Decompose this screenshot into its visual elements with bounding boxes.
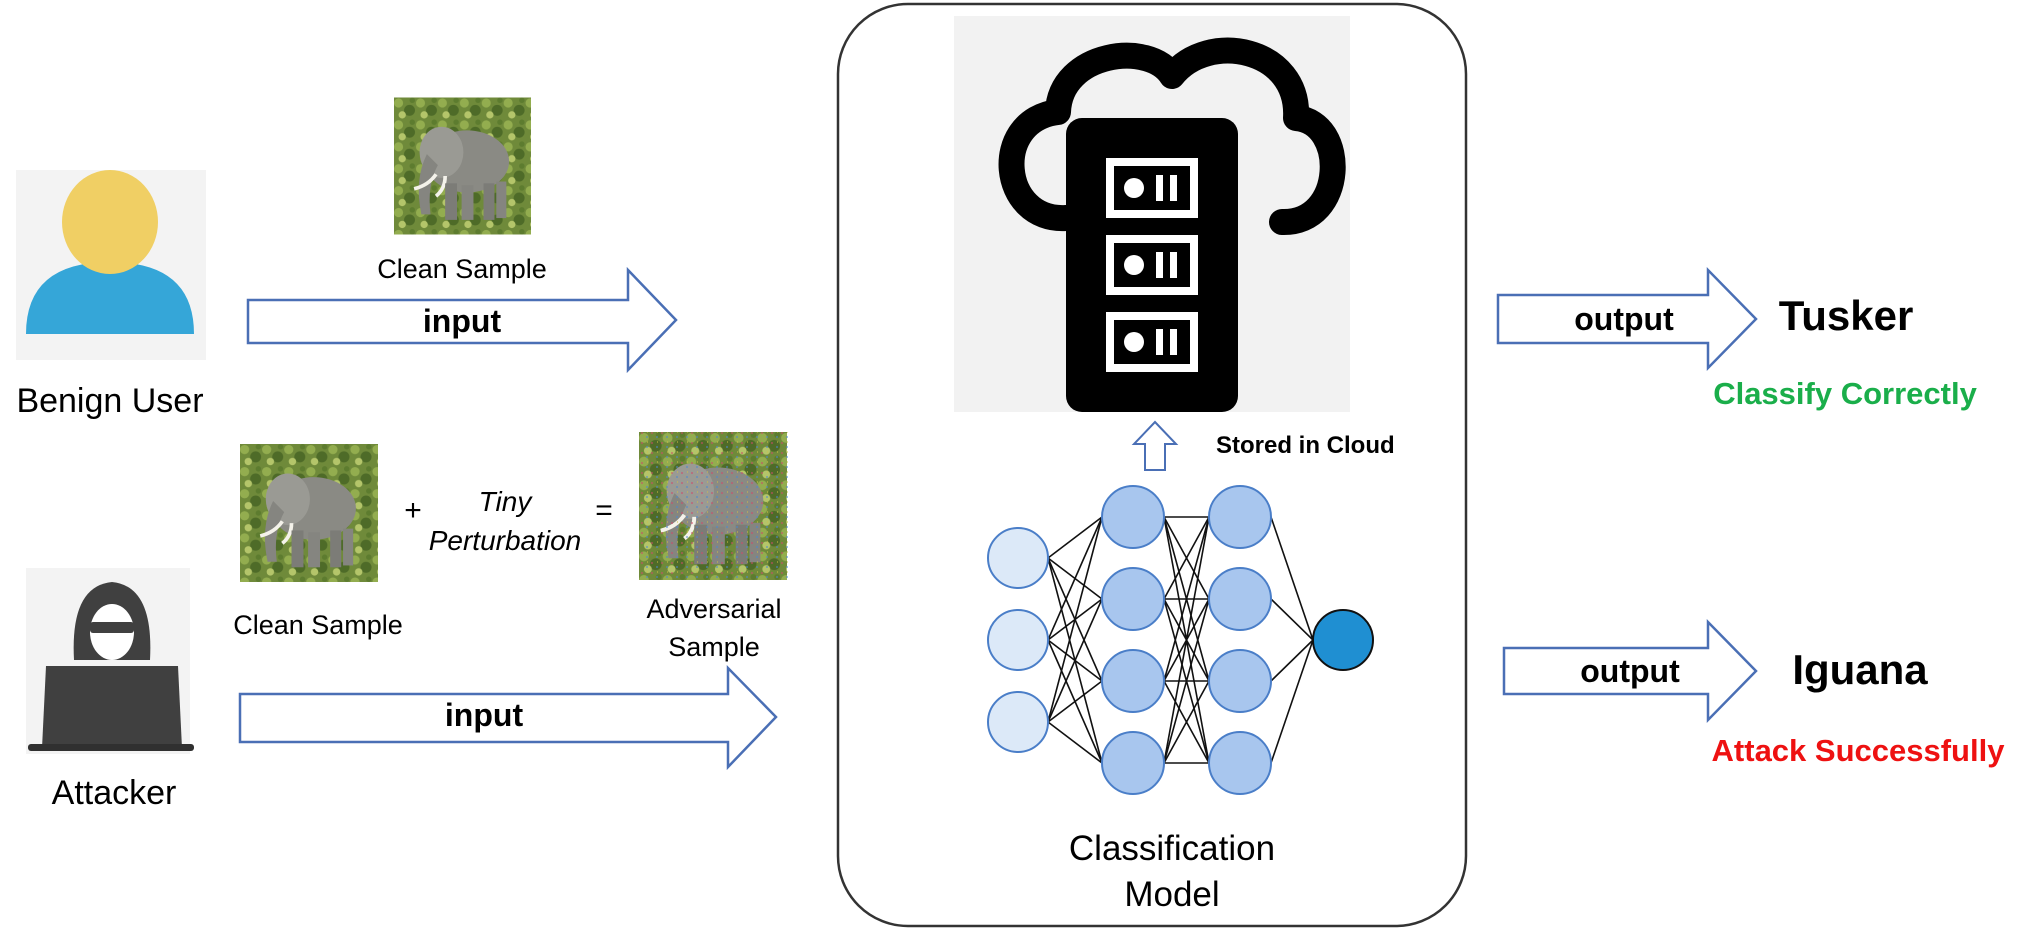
nn-connection-1-2-0	[1163, 516, 1210, 682]
benign-user-icon	[16, 170, 206, 360]
server-unit-3	[1106, 312, 1198, 372]
user-head-shape	[62, 170, 158, 274]
status-classify-correctly: Classify Correctly	[1713, 376, 1977, 411]
nn-connection-1-3-2	[1163, 680, 1210, 764]
attacker-clean-sample-image	[240, 442, 378, 584]
attacker-label: Attacker	[52, 774, 177, 812]
cloud-upload-arrow	[1131, 420, 1179, 471]
output-arrow-tusker	[1496, 266, 1758, 372]
nn-neuron-2-1	[1208, 567, 1272, 631]
output-arrow-iguana-label: output	[1580, 653, 1680, 689]
nn-neuron-0-2	[987, 691, 1049, 753]
nn-connection-0-2-1	[1047, 598, 1103, 723]
cloud-outline-shape	[998, 37, 1346, 235]
nn-neuron-2-0	[1208, 485, 1272, 549]
nn-neuron-1-1	[1101, 567, 1165, 631]
result-iguana: Iguana	[1792, 646, 1928, 693]
nn-connection-0-0-0	[1047, 516, 1103, 559]
attacker-input-arrow	[238, 664, 778, 771]
nn-connection-1-3-1	[1163, 598, 1210, 764]
nn-connection-1-1-0	[1163, 516, 1210, 600]
nn-neuron-1-2	[1101, 649, 1165, 713]
status-attack-successfully: Attack Successfully	[1712, 733, 2006, 768]
nn-connection-0-2-0	[1047, 516, 1103, 723]
server-unit-2	[1106, 235, 1198, 295]
perturbation-label-line2: Perturbation	[429, 525, 582, 556]
nn-connection-1-3-0	[1163, 516, 1210, 764]
stored-in-cloud-label: Stored in Cloud	[1216, 432, 1395, 459]
perturbation-label-line1: Tiny	[479, 486, 534, 517]
glasses-shape	[90, 622, 134, 633]
model-title-line1: Classification	[1069, 829, 1275, 868]
attacker-input-label: input	[445, 697, 524, 733]
user-body-shape	[26, 262, 194, 334]
neural-network	[987, 485, 1374, 795]
cloud-server-icon	[954, 16, 1350, 412]
nn-connection-0-1-0	[1047, 516, 1103, 641]
nn-neuron-0-1	[987, 609, 1049, 671]
nn-neuron-1-3	[1101, 731, 1165, 795]
nn-connection-2-2-0	[1270, 639, 1314, 682]
benign-user-label: Benign User	[16, 382, 203, 420]
output-arrow-tusker-label: output	[1574, 301, 1674, 337]
attacker-icon	[26, 568, 194, 754]
nn-neuron-3-0	[1312, 609, 1374, 671]
nn-connection-0-2-3	[1047, 721, 1103, 764]
nn-neuron-1-0	[1101, 485, 1165, 549]
nn-neuron-0-0	[987, 527, 1049, 589]
adversarial-sample-image	[638, 432, 788, 580]
result-tusker: Tusker	[1779, 292, 1914, 339]
model-title-line2: Model	[1124, 875, 1219, 914]
adversarial-sample-label-line2: Sample	[668, 632, 760, 662]
nn-connection-2-1-0	[1270, 598, 1314, 641]
nn-connection-2-0-0	[1270, 516, 1314, 641]
laptop-base-shape	[28, 744, 194, 751]
benign-input-arrow	[246, 266, 678, 374]
server-unit-1	[1106, 158, 1198, 218]
nn-neuron-2-3	[1208, 731, 1272, 795]
benign-clean-sample-label: Clean Sample	[377, 254, 547, 284]
nn-neuron-2-2	[1208, 649, 1272, 713]
benign-input-label: input	[423, 303, 502, 339]
equals-sign: =	[595, 494, 613, 527]
benign-clean-sample-image	[394, 95, 531, 237]
output-arrow-iguana	[1502, 618, 1758, 724]
plus-sign: +	[404, 494, 422, 527]
nn-connection-2-3-0	[1270, 639, 1314, 764]
adversarial-sample-label-line1: Adversarial	[646, 594, 781, 624]
laptop-screen-shape	[42, 666, 182, 748]
attacker-clean-sample-label: Clean Sample	[233, 610, 403, 640]
nn-connection-0-2-2	[1047, 680, 1103, 723]
